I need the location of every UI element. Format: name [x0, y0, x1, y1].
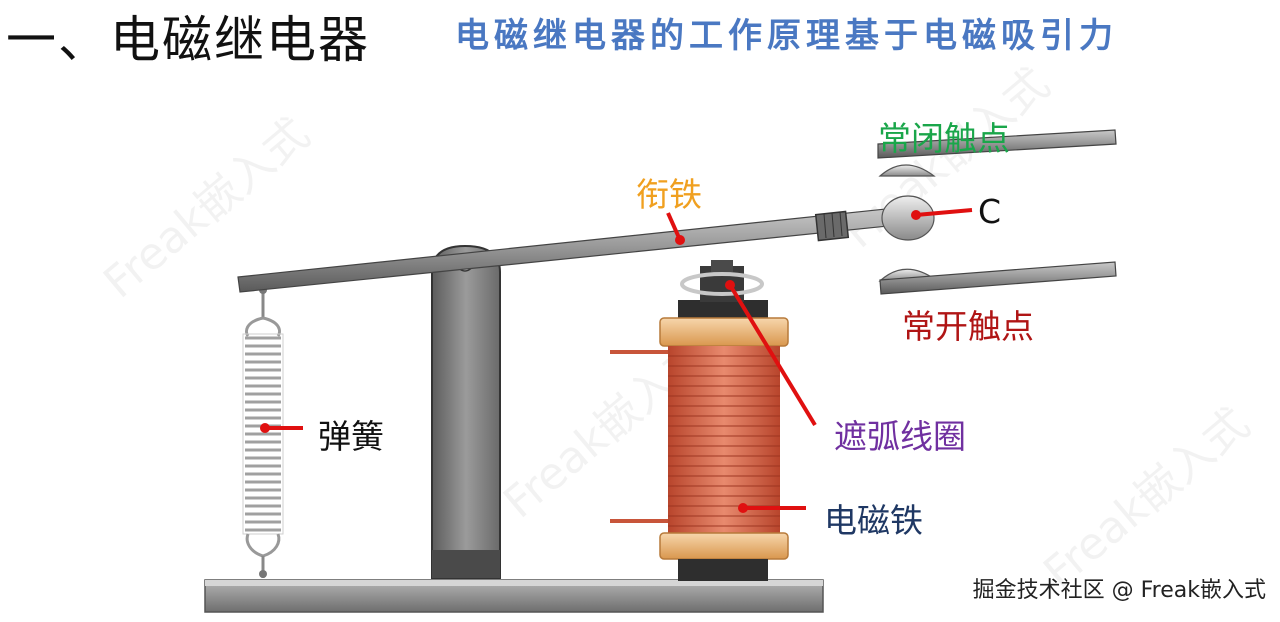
label-shading-coil: 遮弧线圈: [834, 417, 966, 456]
base-plate: [204, 579, 824, 613]
normally-closed-contact: [877, 129, 1117, 177]
page-title: 一、电磁继电器: [6, 11, 370, 69]
label-common: C: [978, 192, 1002, 231]
pivot-pillar: [431, 244, 501, 579]
leader-lines: [260, 208, 973, 513]
normally-open-contact: [878, 261, 1117, 295]
label-spring: 弹簧: [318, 417, 384, 456]
page-subtitle: 电磁继电器的工作原理基于电磁吸引力: [455, 16, 1118, 56]
label-electromagnet: 电磁铁: [824, 501, 923, 540]
common-contact: [881, 195, 935, 241]
label-armature: 衔铁: [636, 175, 702, 214]
armature-bar: [237, 206, 909, 293]
credit-text: 掘金技术社区 @ Freak嵌入式: [972, 578, 1266, 603]
electromagnet: [610, 260, 789, 581]
label-nc-contact: 常闭触点: [878, 119, 1010, 158]
svg-text:Freak嵌入式: Freak嵌入式: [1034, 398, 1259, 598]
label-no-contact: 常开触点: [902, 307, 1034, 346]
